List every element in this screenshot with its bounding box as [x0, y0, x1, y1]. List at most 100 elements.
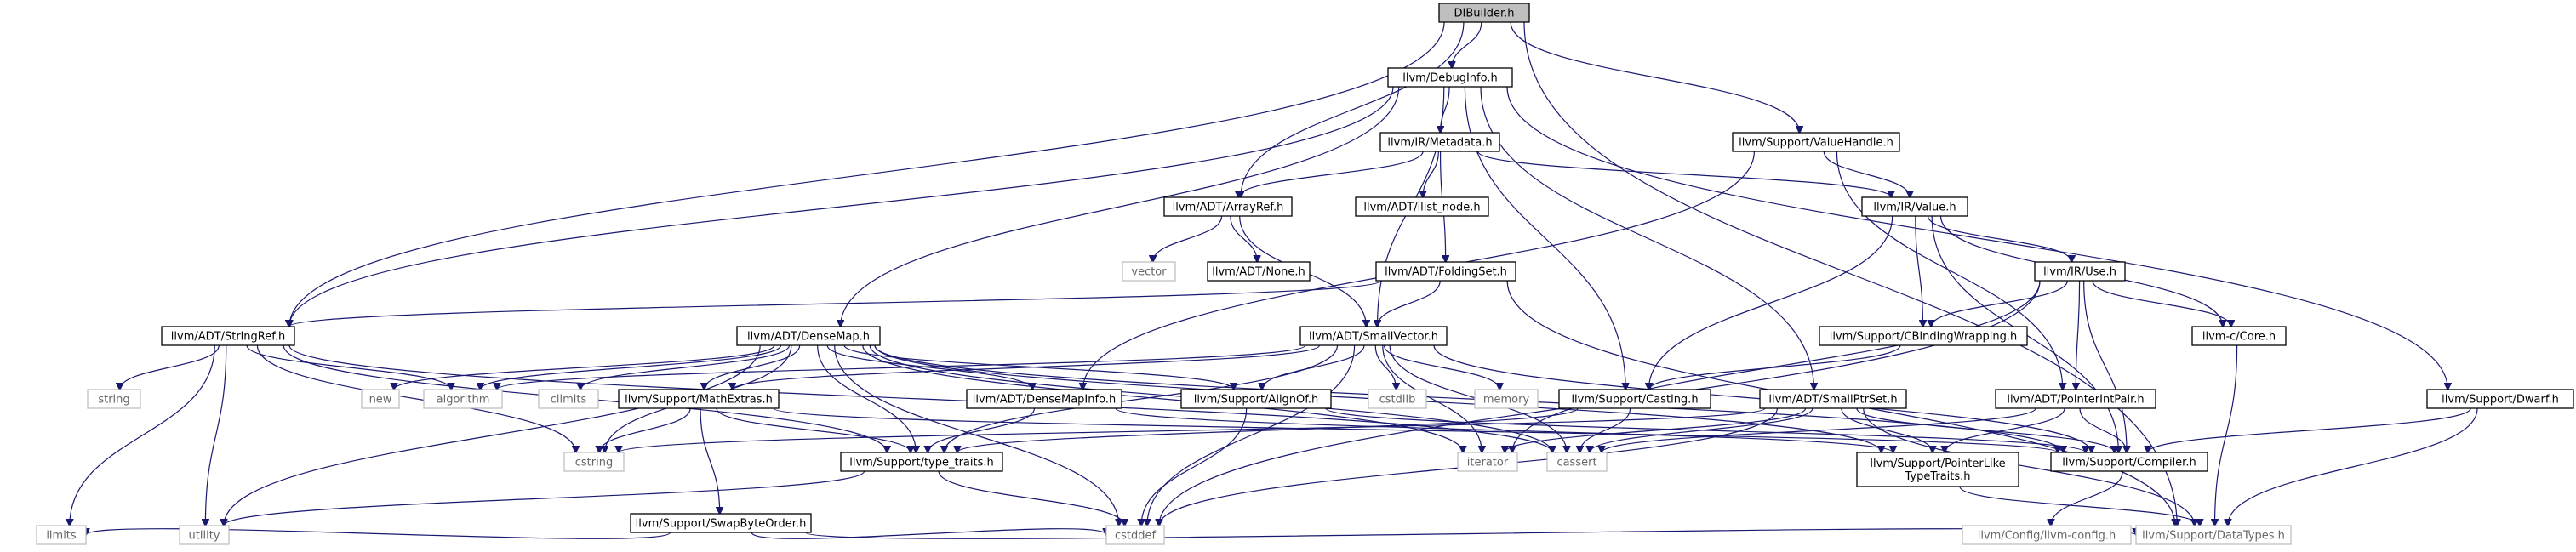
node-debuginfo[interactable]: llvm/DebugInfo.h — [1387, 67, 1513, 88]
edge-core-to-datatypes — [2215, 344, 2238, 526]
node-cstddef[interactable]: cstddef — [1105, 525, 1165, 545]
edge-valuehandle-to-value — [1823, 151, 1910, 197]
node-alignof[interactable]: llvm/Support/AlignOf.h — [1180, 389, 1332, 409]
node-cassert[interactable]: cassert — [1546, 452, 1608, 472]
edge-smallvector-to-iterator — [1382, 344, 1482, 452]
edge-arrayref-to-none — [1230, 215, 1257, 262]
edge-dibuilder-to-debuginfo — [1452, 21, 1482, 68]
node-densemap[interactable]: llvm/ADT/DenseMap.h — [736, 326, 881, 346]
edge-use-to-cbinding — [1931, 280, 2068, 327]
node-string[interactable]: string — [87, 389, 141, 409]
node-iterator[interactable]: iterator — [1457, 452, 1518, 472]
node-smallvector[interactable]: llvm/ADT/SmallVector.h — [1299, 326, 1448, 346]
edge-smallvector-to-cstdlib — [1374, 344, 1396, 390]
node-value[interactable]: llvm/IR/Value.h — [1861, 196, 1968, 217]
node-label: cstddef — [1115, 530, 1157, 543]
node-label: llvm/Support/Dwarf.h — [2442, 394, 2559, 407]
node-label: llvm/Support/SwapByteOrder.h — [636, 518, 807, 531]
node-cstdlib[interactable]: cstdlib — [1368, 389, 1427, 409]
node-label: llvm/ADT/None.h — [1212, 266, 1305, 279]
node-box — [1861, 196, 1968, 217]
node-casting[interactable]: llvm/Support/Casting.h — [1558, 389, 1711, 409]
node-typetraits[interactable]: llvm/Support/type_traits.h — [840, 452, 1003, 472]
edge-densemap-to-utility — [224, 344, 761, 526]
edge-debuginfo-to-metadata — [1441, 86, 1450, 133]
node-box — [1355, 196, 1489, 217]
edge-densemap-to-new — [394, 344, 775, 390]
edge-smallptrset-to-pointerlike — [1841, 407, 1933, 452]
node-label: cassert — [1556, 457, 1596, 469]
node-none[interactable]: llvm/ADT/None.h — [1207, 261, 1311, 282]
edge-smallvector-to-memory — [1383, 344, 1499, 390]
node-ilistnode[interactable]: llvm/ADT/ilist_node.h — [1355, 196, 1489, 217]
node-algorithm[interactable]: algorithm — [423, 389, 503, 409]
node-box — [618, 389, 780, 409]
edge-foldingset-to-smallvector — [1377, 280, 1441, 327]
edge-dwarf-to-compiler — [2148, 407, 2471, 452]
node-label: llvm/IR/Value.h — [1873, 202, 1956, 214]
edge-casting-to-typetraits — [957, 407, 1579, 452]
node-box — [1207, 261, 1311, 282]
node-arrayref[interactable]: llvm/ADT/ArrayRef.h — [1163, 196, 1293, 217]
node-label: vector — [1131, 266, 1167, 279]
node-box — [1995, 389, 2156, 409]
edge-densemap-to-mathextras — [704, 344, 801, 390]
node-compiler[interactable]: llvm/Support/Compiler.h — [2050, 452, 2208, 472]
header-nodes: DIBuilder.h llvm/DebugInfo.h llvm/IR/Metad… — [36, 3, 2574, 545]
edge-stringref-to-limits — [70, 344, 215, 526]
edge-value-to-cbinding — [1915, 215, 1923, 327]
node-valuehandle[interactable]: llvm/Support/ValueHandle.h — [1732, 132, 1900, 152]
node-label: llvm/ADT/DenseMap.h — [747, 331, 870, 344]
node-swapbyteorder[interactable]: llvm/Support/SwapByteOrder.h — [630, 513, 812, 533]
node-box — [1379, 132, 1500, 152]
edge-smallptrset-to-datatypes — [1863, 407, 2195, 526]
edge-dibuilder-to-valuehandle — [1510, 21, 1799, 133]
node-new[interactable]: new — [361, 389, 400, 409]
node-dwarf[interactable]: llvm/Support/Dwarf.h — [2426, 389, 2574, 409]
node-datatypes[interactable]: llvm/Support/DataTypes.h — [2135, 525, 2292, 545]
node-box — [2034, 261, 2126, 282]
node-core[interactable]: llvm-c/Core.h — [2191, 326, 2287, 346]
node-stringref[interactable]: llvm/ADT/StringRef.h — [161, 326, 295, 346]
node-vector[interactable]: vector — [1122, 261, 1176, 282]
edge-densemapinfo-to-typetraits — [928, 407, 1036, 452]
node-cbinding[interactable]: llvm/Support/CBindingWrapping.h — [1819, 326, 2028, 346]
node-mathextras[interactable]: llvm/Support/MathExtras.h — [618, 389, 780, 409]
node-use[interactable]: llvm/IR/Use.h — [2034, 261, 2126, 282]
node-metadata[interactable]: llvm/IR/Metadata.h — [1379, 132, 1500, 152]
node-label: llvm/IR/Use.h — [2043, 266, 2116, 279]
node-box — [1759, 389, 1907, 409]
node-dibuilder[interactable]: DIBuilder.h — [1438, 3, 1530, 23]
edge-densemap-to-densemapinfo — [826, 344, 1032, 390]
edge-smallptrset-to-cstring — [619, 407, 1766, 452]
edge-stringref-to-algorithm — [246, 344, 451, 390]
node-label: llvm/Support/PointerLike — [1870, 458, 2005, 470]
node-climits[interactable]: climits — [538, 389, 599, 409]
edge-pointerintpair-to-compiler — [2079, 407, 2127, 452]
node-cstring[interactable]: cstring — [563, 452, 625, 472]
node-box — [736, 326, 881, 346]
node-smallptrset[interactable]: llvm/ADT/SmallPtrSet.h — [1759, 389, 1907, 409]
edge-smallvector-to-typetraits — [945, 344, 1339, 452]
node-limits[interactable]: limits — [36, 525, 87, 545]
node-box — [1375, 261, 1516, 282]
node-memory[interactable]: memory — [1474, 389, 1539, 409]
edge-valuehandle-to-pointerintpair — [1836, 151, 2062, 390]
node-densemapinfo[interactable]: llvm/ADT/DenseMapInfo.h — [966, 389, 1122, 409]
node-foldingset[interactable]: llvm/ADT/FoldingSet.h — [1375, 261, 1516, 282]
node-label: llvm/ADT/DenseMapInfo.h — [973, 394, 1116, 407]
node-utility[interactable]: utility — [179, 525, 230, 545]
node-box — [1732, 132, 1900, 152]
node-box — [1438, 3, 1530, 23]
node-box — [161, 326, 295, 346]
edge-foldingset-to-stringref — [289, 280, 1382, 327]
node-pointerintpair[interactable]: llvm/ADT/PointerIntPair.h — [1995, 389, 2156, 409]
node-box — [1962, 525, 2132, 545]
edge-debuginfo-to-stringref — [289, 86, 1394, 327]
node-label: climits — [551, 394, 587, 407]
node-box — [1474, 389, 1539, 409]
node-llvmconfig[interactable]: llvm/Config/llvm-config.h — [1962, 525, 2132, 545]
edge-use-to-core — [2092, 280, 2231, 327]
node-label: llvm-c/Core.h — [2202, 331, 2276, 344]
